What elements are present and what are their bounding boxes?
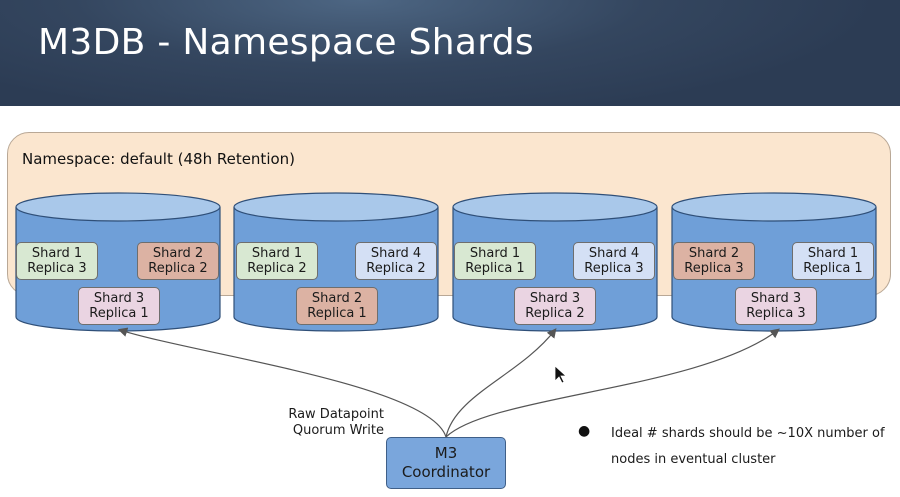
write-arrow-node-4 (445, 328, 780, 438)
replica-label: Replica 1 (307, 306, 367, 321)
node-cylinder-4 (671, 192, 877, 332)
shard-box: Shard 4 Replica 3 (573, 242, 655, 280)
slide-header (0, 0, 900, 106)
replica-label: Replica 1 (803, 261, 863, 276)
replica-label: Replica 3 (584, 261, 644, 276)
shard-box: Shard 4 Replica 2 (355, 242, 437, 280)
replica-label: Replica 3 (684, 261, 744, 276)
shard-box: Shard 1 Replica 2 (236, 242, 318, 280)
write-label-line-2: Quorum Write (292, 423, 384, 438)
mouse-cursor-icon (554, 365, 568, 384)
shard-label: Shard 1 (469, 246, 521, 261)
shard-label: Shard 4 (370, 246, 422, 261)
bullet-icon: ● (578, 423, 591, 439)
replica-label: Replica 3 (746, 306, 806, 321)
slide-title: M3DB - Namespace Shards (38, 22, 534, 63)
write-label-line-1: Raw Datapoint (288, 407, 384, 422)
node-cylinder-2 (233, 192, 439, 332)
shard-box: Shard 2 Replica 1 (296, 287, 378, 325)
node-cylinder-3 (452, 192, 658, 332)
shard-label: Shard 1 (31, 246, 83, 261)
coordinator-label-line-2: Coordinator (401, 463, 491, 481)
node-cylinder-1 (15, 192, 221, 332)
shard-label: Shard 2 (311, 291, 363, 306)
shard-label: Shard 4 (588, 246, 640, 261)
shard-label: Shard 2 (152, 246, 204, 261)
shard-label: Shard 1 (251, 246, 303, 261)
write-arrow-node-3 (445, 328, 557, 438)
shard-label: Shard 1 (807, 246, 859, 261)
shard-label: Shard 3 (93, 291, 145, 306)
shard-box: Shard 2 Replica 3 (673, 242, 755, 280)
shard-box: Shard 1 Replica 1 (454, 242, 536, 280)
note-text: Ideal # shards should be ~10X number of … (611, 426, 885, 467)
write-label: Raw Datapoint Quorum Write (262, 407, 384, 439)
namespace-label: Namespace: default (48h Retention) (22, 150, 296, 168)
replica-label: Replica 2 (525, 306, 585, 321)
replica-label: Replica 2 (247, 261, 307, 276)
shard-box: Shard 3 Replica 3 (735, 287, 817, 325)
replica-label: Replica 2 (366, 261, 426, 276)
replica-label: Replica 2 (148, 261, 208, 276)
replica-label: Replica 3 (27, 261, 87, 276)
shard-box: Shard 2 Replica 2 (137, 242, 219, 280)
shard-box: Shard 1 Replica 1 (792, 242, 874, 280)
replica-label: Replica 1 (89, 306, 149, 321)
shard-box: Shard 1 Replica 3 (16, 242, 98, 280)
replica-label: Replica 1 (465, 261, 525, 276)
shard-label: Shard 2 (688, 246, 740, 261)
m3-coordinator-box: M3 Coordinator (386, 437, 506, 489)
shard-box: Shard 3 Replica 1 (78, 287, 160, 325)
shard-label: Shard 3 (529, 291, 581, 306)
coordinator-label-line-1: M3 (434, 444, 458, 462)
shard-label: Shard 3 (750, 291, 802, 306)
write-arrow-node-1 (117, 327, 447, 438)
shard-box: Shard 3 Replica 2 (514, 287, 596, 325)
